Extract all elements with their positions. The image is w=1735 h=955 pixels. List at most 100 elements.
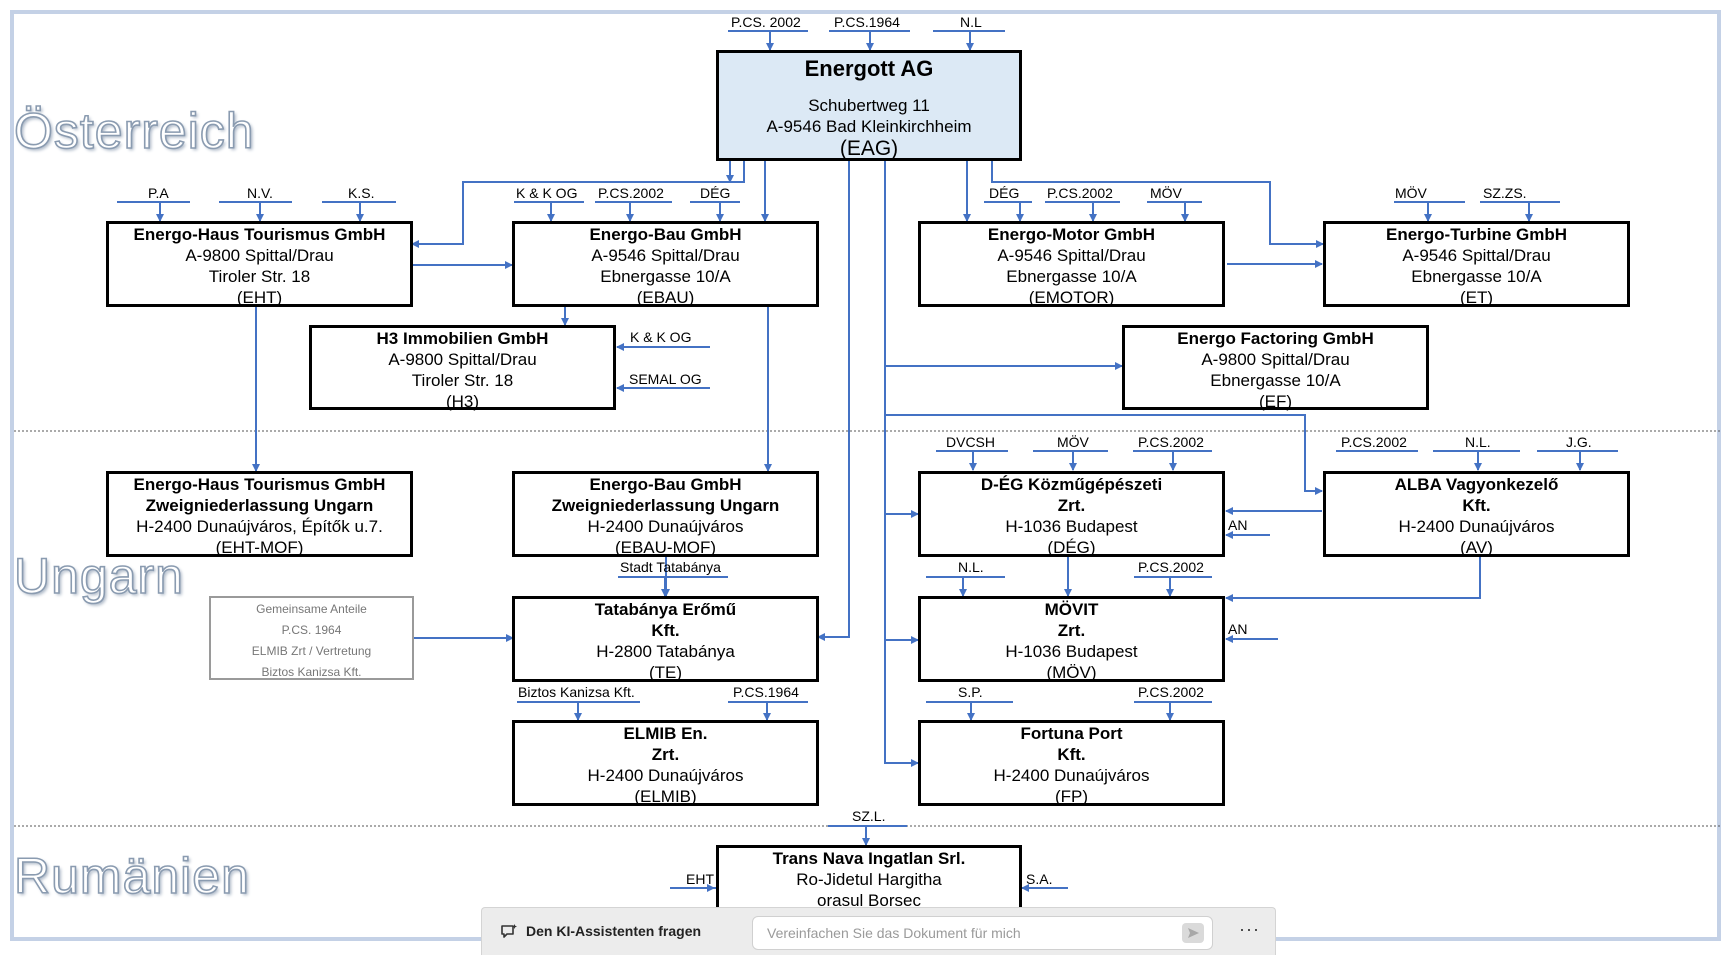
box-line: Schubertweg 11: [808, 96, 930, 115]
box-title: H3 Immobilien GmbH: [376, 329, 549, 348]
box-title-2: Kft.: [1462, 496, 1491, 515]
box-line: P.CS. 1964: [281, 623, 342, 637]
shareholder-label: DÉG: [989, 185, 1020, 201]
shareholder-label: P.CS.2002: [1138, 434, 1204, 450]
box-title: Energo-Bau GmbH: [589, 475, 742, 494]
shareholder-label: EHT: [686, 871, 714, 887]
box-line: Ebnergasse 10/A: [1411, 267, 1542, 286]
box-line: (FP): [1054, 787, 1089, 806]
shareholder-label: K & K OG: [516, 185, 578, 201]
box-mov: MÖVIT Zrt. H-1036 Budapest (MÖV): [918, 596, 1225, 682]
shareholder-label: J.G.: [1566, 434, 1592, 450]
shareholder-label: MÖV: [1395, 185, 1427, 201]
ai-assistant-bar: Den KI-Assistenten fragen ···: [481, 907, 1276, 955]
box-title: Energo-Motor GmbH: [987, 225, 1156, 244]
shareholder-label: SZ.ZS.: [1483, 185, 1527, 201]
box-title: Energott AG: [804, 56, 934, 81]
box-ef: Energo Factoring GmbH A-9800 Spittal/Dra…: [1122, 325, 1429, 411]
box-line: Tiroler Str. 18: [411, 371, 514, 390]
shareholder-label: P.CS.2002: [598, 185, 664, 201]
shareholder-label: N.L.: [1465, 434, 1491, 450]
box-title: Energo-Bau GmbH: [589, 225, 742, 244]
box-line: (EHT): [236, 288, 283, 307]
box-line: (EF): [1258, 392, 1293, 411]
box-title: Energo-Haus Tourismus GmbH: [133, 225, 386, 244]
box-title: Fortuna Port: [1020, 724, 1123, 743]
box-line: H-1036 Budapest: [1005, 642, 1138, 661]
shareholder-label: P.CS.1964: [733, 684, 799, 700]
shareholder-label: N.V.: [247, 185, 273, 201]
box-line: Ro-Jidetul Hargitha: [796, 870, 942, 889]
box-title: MÖVIT: [1044, 600, 1099, 619]
shareholder-label: MÖV: [1057, 434, 1089, 450]
box-elmib: ELMIB En. Zrt. H-2400 Dunaújváros (ELMIB…: [512, 720, 819, 806]
box-line: A-9800 Spittal/Drau: [185, 246, 334, 265]
box-line: (TE): [648, 663, 683, 682]
shareholder-label: S.A.: [1026, 871, 1053, 887]
box-title-2: Zrt.: [1057, 496, 1086, 515]
box-line: (EMOTOR): [1028, 288, 1115, 307]
box-emotor: Energo-Motor GmbH A-9546 Spittal/Drau Eb…: [918, 221, 1225, 307]
shareholder-label: DVCSH: [946, 434, 996, 450]
box-line: A-9546 Bad Kleinkirchheim: [766, 117, 972, 136]
shareholder-label: N.L.: [958, 559, 984, 575]
shareholder-label: MÖV: [1150, 185, 1182, 201]
box-line: ELMIB Zrt / Vertretung: [251, 644, 372, 658]
box-line: H-2800 Tatabánya: [596, 642, 735, 661]
box-title-2: Kft.: [1057, 745, 1086, 764]
box-eht: Energo-Haus Tourismus GmbH A-9800 Spitta…: [106, 221, 413, 307]
shareholder-label: S.P.: [958, 684, 983, 700]
box-line: H-2400 Dunaújváros: [1398, 517, 1555, 536]
shareholder-label: AN: [1228, 621, 1248, 637]
shareholder-label: P.CS. 2002: [731, 14, 801, 30]
box-line: A-9800 Spittal/Drau: [388, 350, 537, 369]
box-title: ALBA Vagyonkezelő: [1394, 475, 1559, 494]
box-line: (H3): [445, 392, 480, 411]
box-line: Gemeinsame Anteile: [256, 602, 367, 616]
region-austria: Österreich: [13, 102, 255, 160]
shareholder-label: Biztos Kanizsa Kft.: [518, 684, 635, 700]
shareholder-label: P.CS.2002: [1138, 684, 1204, 700]
box-line: A-9546 Spittal/Drau: [1402, 246, 1551, 265]
box-line: Ebnergasse 10/A: [600, 267, 731, 286]
shareholder-label: SEMAL OG: [629, 371, 702, 387]
box-line: Tiroler Str. 18: [208, 267, 311, 286]
box-line: H-2400 Dunaújváros: [993, 766, 1150, 785]
more-options-button[interactable]: ···: [1239, 919, 1260, 939]
shareholder-label: N.L: [960, 14, 982, 30]
send-button[interactable]: [1182, 923, 1204, 943]
box-title: Tatabánya Erőmű: [594, 600, 737, 619]
box-title-2: Zrt.: [1057, 621, 1086, 640]
box-code: (EAG): [839, 137, 899, 160]
box-line: (AV): [1460, 538, 1493, 557]
box-title: Energo-Turbine GmbH: [1385, 225, 1567, 244]
box-ebau-mof: Energo-Bau GmbH Zweigniederlassung Ungar…: [512, 471, 819, 557]
box-fp: Fortuna Port Kft. H-2400 Dunaújváros (FP…: [918, 720, 1225, 806]
box-line: (EBAU): [636, 288, 695, 307]
shareholder-label: P.CS.2002: [1138, 559, 1204, 575]
box-line: A-9546 Spittal/Drau: [997, 246, 1146, 265]
shareholder-label: Stadt Tatabánya: [620, 559, 721, 575]
shareholder-label: DÉG: [700, 185, 731, 201]
box-line: A-9800 Spittal/Drau: [1201, 350, 1350, 369]
shareholder-label: P.A: [148, 185, 169, 201]
ai-prompt-input[interactable]: [752, 916, 1213, 950]
box-title: ELMIB En.: [623, 724, 708, 743]
box-line: H-2400 Dunaújváros, Építők u.7.: [136, 517, 383, 536]
ai-assistant-label[interactable]: Den KI-Assistenten fragen: [526, 923, 702, 939]
box-title: Energo Factoring GmbH: [1177, 329, 1374, 348]
box-line: Ebnergasse 10/A: [1210, 371, 1341, 390]
box-line: (DÉG): [1047, 538, 1096, 557]
shareholder-label: K.S.: [348, 185, 375, 201]
shareholder-label: P.CS.2002: [1341, 434, 1407, 450]
ai-chat-icon[interactable]: [500, 923, 518, 941]
box-line: Ebnergasse 10/A: [1006, 267, 1137, 286]
box-line: A-9546 Spittal/Drau: [591, 246, 740, 265]
box-energott-ag: Energott AG Schubertweg 11 A-9546 Bad Kl…: [716, 50, 1022, 161]
box-eht-mof: Energo-Haus Tourismus GmbH Zweigniederla…: [106, 471, 413, 557]
box-line: (MÖV): [1046, 663, 1097, 682]
shareholder-label: AN: [1228, 517, 1248, 533]
send-icon: [1188, 928, 1199, 938]
box-line: H-2400 Dunaújváros: [587, 517, 744, 536]
